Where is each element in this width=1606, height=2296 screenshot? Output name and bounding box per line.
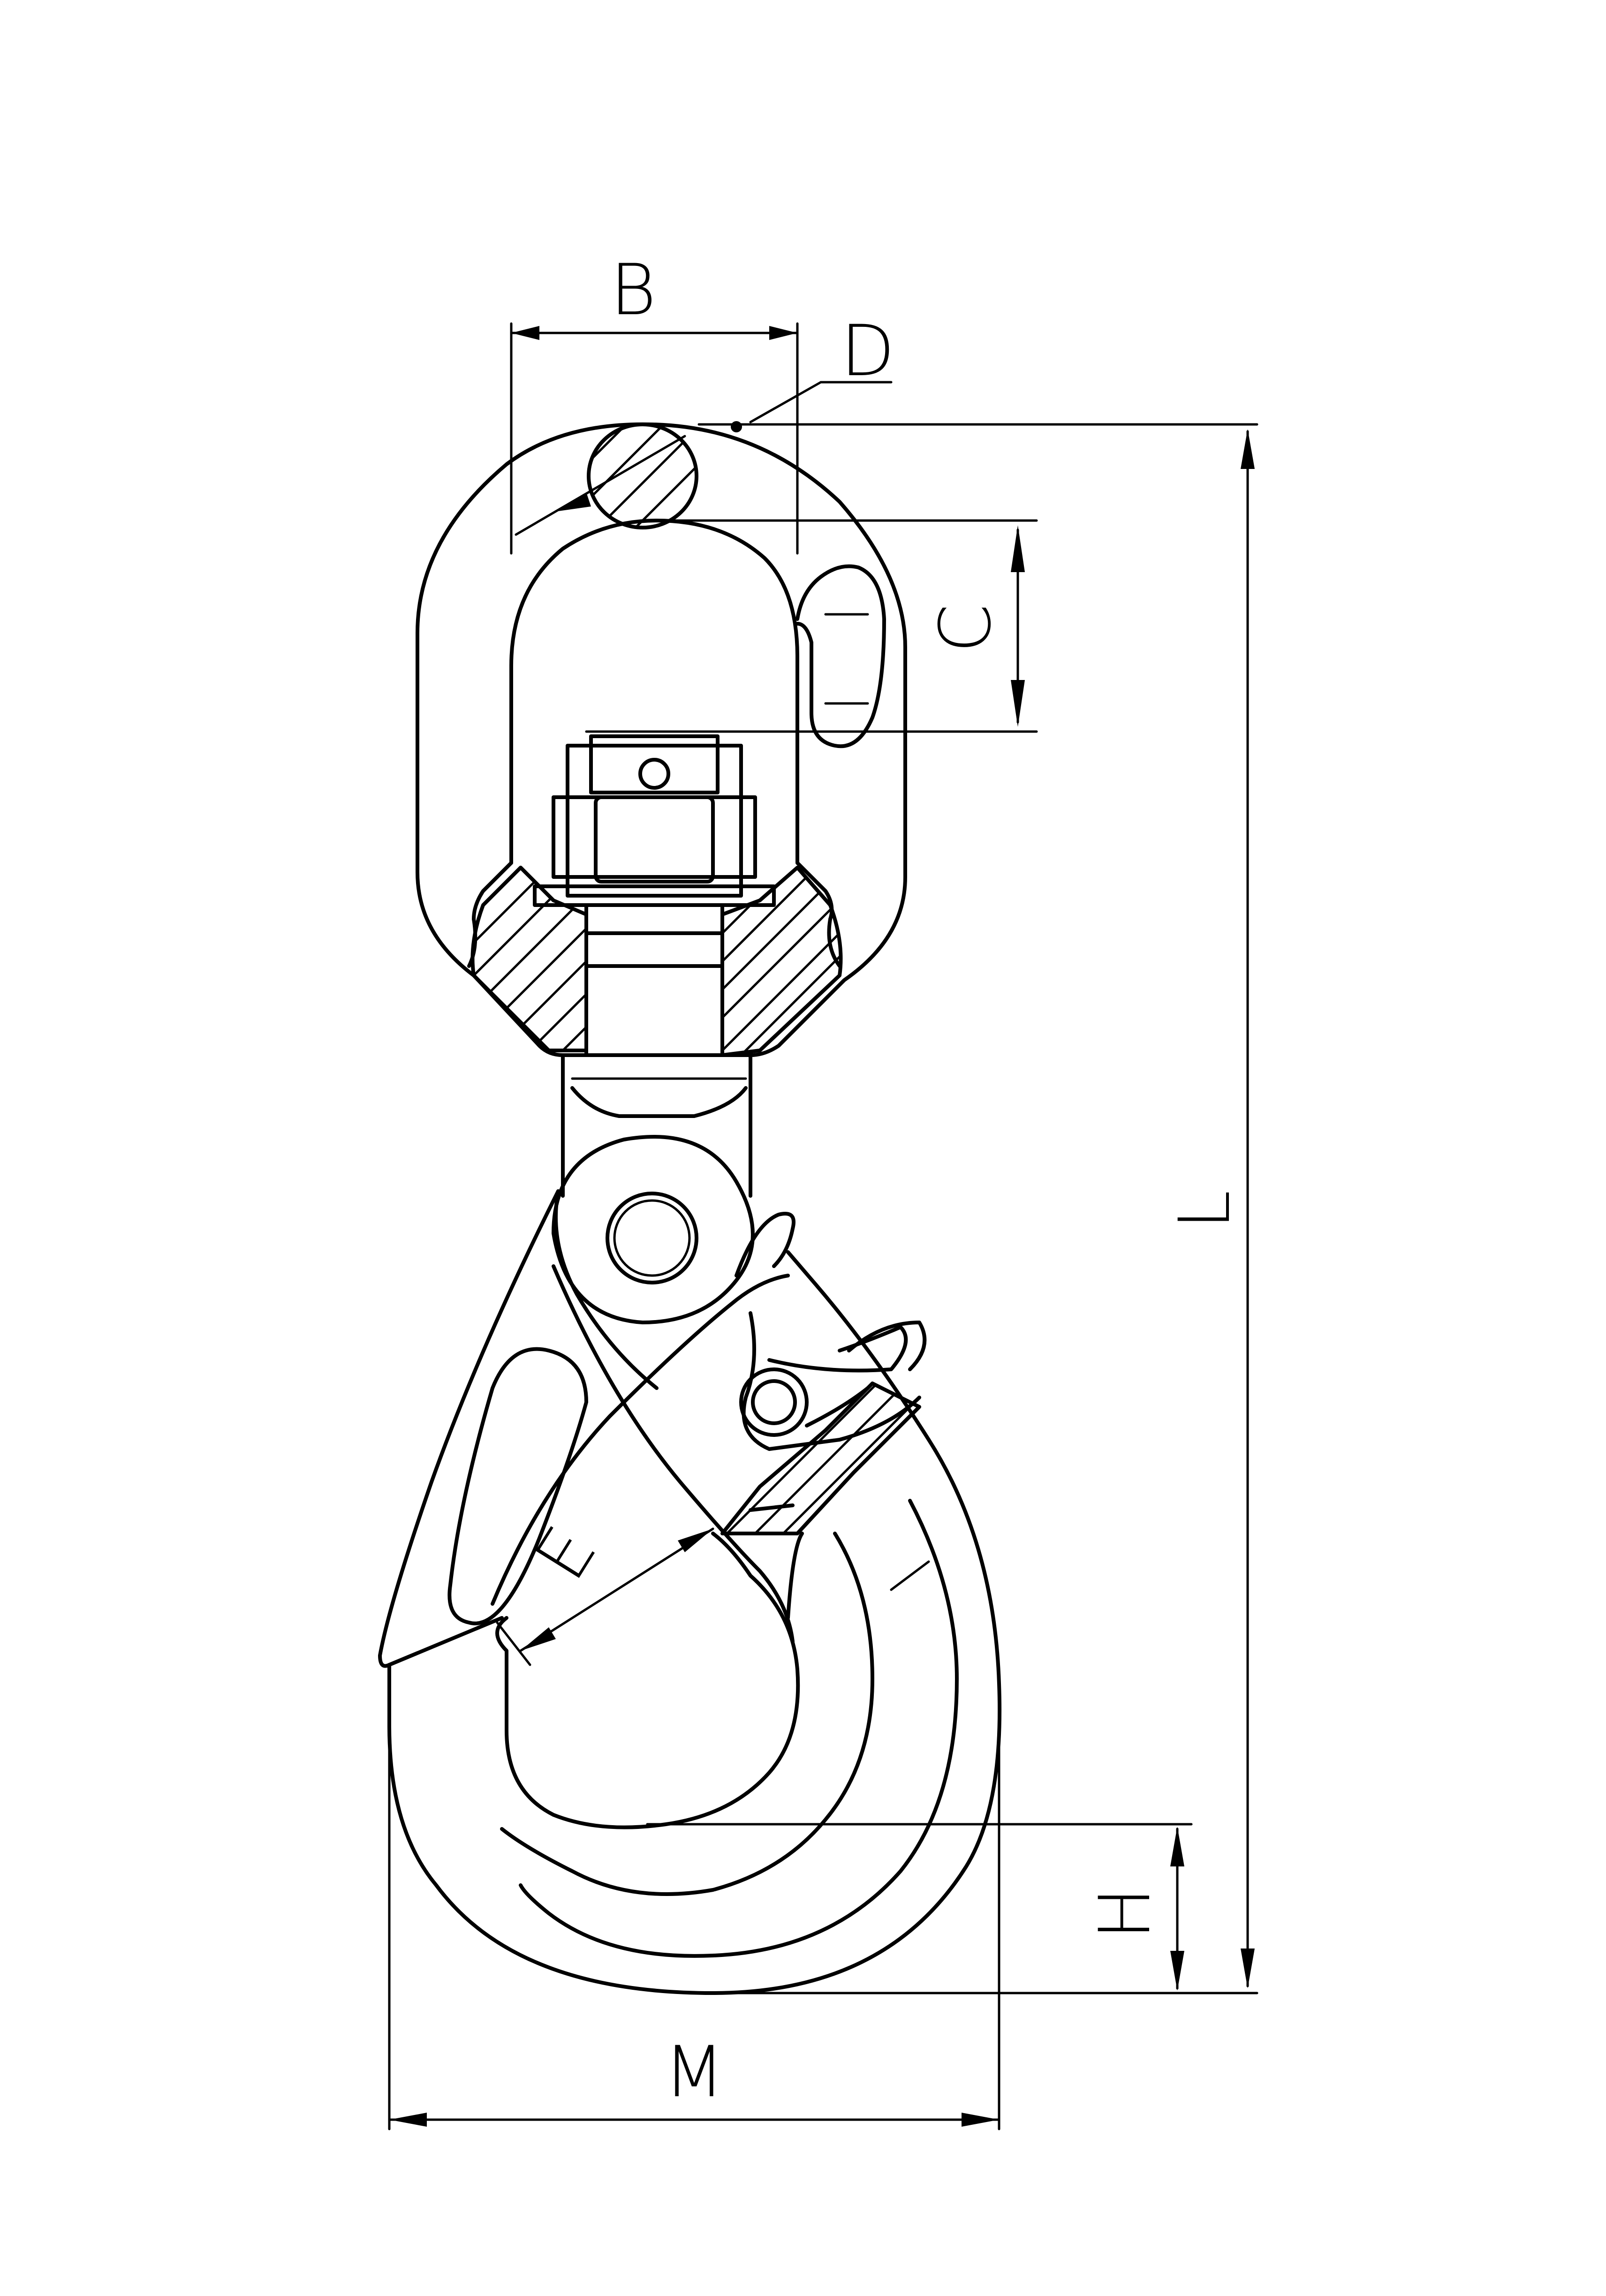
dimension-m xyxy=(388,1668,1000,2130)
label-l: L xyxy=(1164,1190,1246,1230)
dimension-l xyxy=(697,423,1258,1994)
label-h: H xyxy=(1084,1887,1166,1940)
dimension-b xyxy=(510,322,799,555)
eye-section-left xyxy=(470,866,588,1052)
label-c: C xyxy=(925,604,1007,653)
hook-shank xyxy=(561,1053,752,1198)
dimension-h xyxy=(646,1823,1193,1991)
label-d: D xyxy=(841,310,895,392)
label-m: M xyxy=(664,2032,724,2113)
dimension-d xyxy=(515,381,893,536)
swivel-eye xyxy=(416,422,907,1057)
swivel-nut xyxy=(533,734,776,1057)
label-b: B xyxy=(610,249,656,331)
dimension-c xyxy=(585,519,1038,733)
dimension-e xyxy=(496,1527,714,1666)
label-e: E xyxy=(520,1513,613,1594)
hook-body xyxy=(378,1135,1002,1995)
